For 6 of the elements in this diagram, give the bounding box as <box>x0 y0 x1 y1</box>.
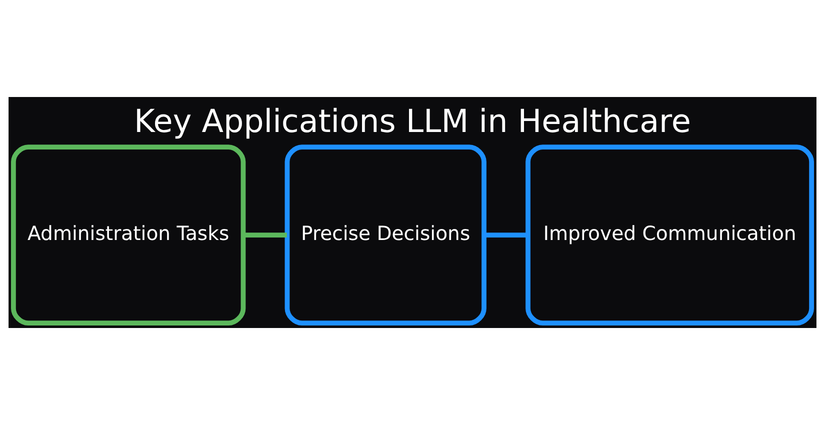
node-box: Improved Communication <box>526 144 814 326</box>
connector <box>244 232 287 238</box>
node-box: Precise Decisions <box>284 144 486 326</box>
connector <box>484 232 528 238</box>
node-box: Administration Tasks <box>11 144 246 326</box>
diagram-title: Key Applications LLM in Healthcare <box>134 104 691 140</box>
